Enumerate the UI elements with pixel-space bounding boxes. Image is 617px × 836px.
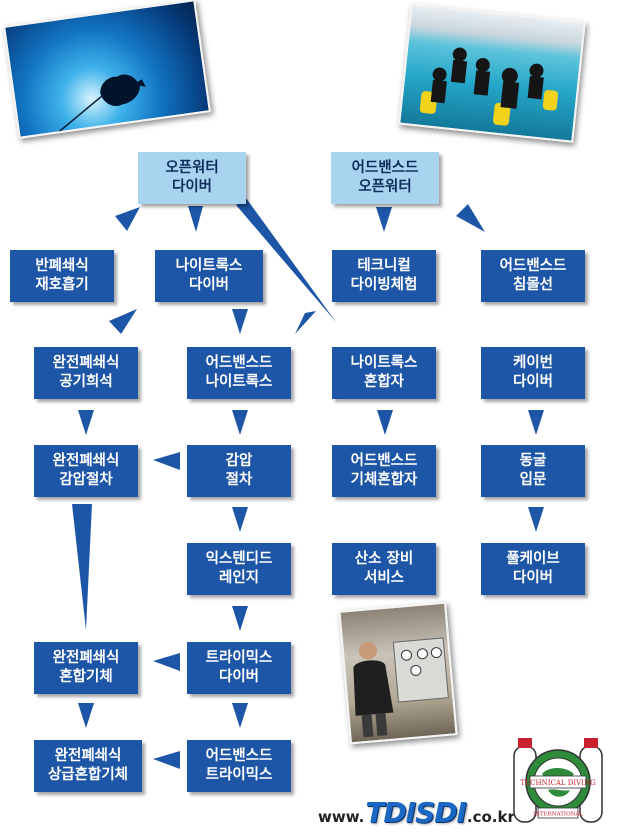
arrow-open-water-to-nitrox-blender (236, 198, 336, 322)
arrow-trimix-to-ccr-mixed (153, 653, 180, 671)
node-advanced-wreck: 어드밴스드 침몰선 (481, 250, 585, 302)
node-line-2: 다이버 (512, 570, 554, 586)
node-line-2: 감압절차 (59, 472, 113, 488)
node-line-1: 테크니컬 (357, 258, 411, 274)
node-line-2: 오픈워터 (358, 179, 412, 195)
node-line-2: 다이빙체험 (350, 277, 418, 293)
node-line-2: 재호흡기 (35, 277, 89, 293)
arrow-ccr-air-to-ccr-deco (78, 410, 94, 435)
node-oxygen-service: 산소 장비 서비스 (332, 543, 436, 595)
arrow-to-nitrox-blender-head (295, 311, 316, 334)
node-line-2: 입문 (519, 472, 547, 488)
node-line-2: 기체혼합자 (350, 472, 418, 488)
pool-divers (419, 47, 559, 126)
arrow-deco-to-ext-range (232, 507, 248, 532)
node-line-2: 혼합자 (363, 374, 405, 390)
node-line-1: 산소 장비 (354, 551, 414, 567)
node-line-1: 동굴 (519, 453, 547, 469)
node-advanced-trimix: 어드밴스드 트라이믹스 (187, 740, 291, 792)
node-trimix-diver: 트라이믹스 다이버 (187, 642, 291, 694)
logo-ring-text-top: TECHNICAL DIVING (520, 779, 596, 787)
arrow-open-water-to-semi-closed (115, 207, 140, 231)
arrow-trimix-to-adv-trimix (232, 703, 248, 728)
node-line-1: 어드밴스드 (351, 160, 419, 176)
node-line-1: 익스텐디드 (205, 551, 273, 567)
url-prefix: www. (318, 808, 365, 826)
node-intro-to-cave: 동굴 입문 (481, 445, 585, 497)
node-line-2: 다이버 (171, 179, 213, 195)
node-line-2: 서비스 (363, 570, 405, 586)
node-nitrox-blender: 나이트록스 혼합자 (332, 347, 436, 399)
node-nitrox-diver: 나이트록스 다이버 (155, 250, 263, 302)
node-line-1: 나이트록스 (350, 355, 418, 371)
tdi-logo-icon: TECHNICAL DIVING INTERNATIONAL (513, 738, 603, 823)
arrow-semi-closed-to-ccr-air (109, 309, 137, 334)
arrow-deco-to-ccr-deco (153, 452, 180, 470)
arrow-cavern-to-intro-cave (528, 410, 544, 435)
node-open-water-diver: 오픈워터 다이버 (138, 152, 246, 204)
node-line-2: 절차 (225, 472, 253, 488)
blending-station (353, 637, 449, 738)
url-suffix: .co.kr (466, 808, 515, 826)
arrow-intro-cave-to-full-cave (528, 507, 544, 532)
node-line-2: 다이버 (512, 374, 554, 390)
node-line-1: 반폐쇄식 (35, 258, 89, 274)
photo-gas-blending (338, 601, 458, 745)
node-line-1: 어드밴스드 (205, 355, 273, 371)
node-line-1: 어드밴스드 (350, 453, 418, 469)
arrow-open-water-to-nitrox (188, 206, 203, 232)
website-url[interactable]: www. TDISDI .co.kr (318, 796, 515, 829)
node-line-2: 트라이믹스 (205, 767, 273, 783)
arrow-ext-range-to-trimix (232, 606, 248, 631)
node-semi-closed-rebreather: 반폐쇄식 재호흡기 (10, 250, 114, 302)
arrow-nitrox-blender-to-adv-blender (377, 410, 393, 435)
node-line-1: 어드밴스드 (499, 258, 567, 274)
node-line-1: 완전폐쇄식 (52, 453, 120, 469)
logo-ring-text-bottom: INTERNATIONAL (533, 812, 583, 818)
arrow-adv-trimix-to-ccr-adv (153, 751, 180, 769)
node-line-1: 트라이믹스 (205, 650, 273, 666)
photo-pool-training (398, 3, 586, 143)
arrow-adv-ow-to-tech-intro (376, 207, 392, 232)
node-ccr-advanced-mixed-gas: 완전폐쇄식 상급혼합기체 (34, 740, 142, 792)
arrow-nitrox-to-adv-nitrox (232, 309, 248, 334)
node-advanced-nitrox: 어드밴스드 나이트록스 (187, 347, 291, 399)
node-line-1: 완전폐쇄식 (52, 650, 120, 666)
node-line-1: 나이트록스 (175, 258, 243, 274)
node-decompression-procedures: 감압 절차 (187, 445, 291, 497)
node-line-2: 상급혼합기체 (47, 767, 129, 783)
node-cavern-diver: 케이번 다이버 (481, 347, 585, 399)
node-advanced-open-water: 어드밴스드 오픈워터 (331, 152, 439, 204)
node-line-2: 다이버 (218, 669, 260, 685)
node-ccr-decompression: 완전폐쇄식 감압절차 (34, 445, 138, 497)
node-line-1: 케이번 (512, 355, 554, 371)
tdisdi-wordmark: TDISDI (365, 796, 467, 829)
node-line-2: 다이버 (188, 277, 230, 293)
node-line-2: 공기희석 (59, 374, 113, 390)
arrow-ccr-deco-to-ccr-mixed (72, 504, 92, 630)
arrow-adv-nitrox-to-deco (232, 410, 248, 435)
node-line-1: 오픈워터 (165, 160, 219, 176)
node-line-1: 어드밴스드 (205, 748, 273, 764)
node-line-2: 나이트록스 (205, 374, 273, 390)
node-line-1: 감압 (225, 453, 253, 469)
node-advanced-gas-blender: 어드밴스드 기체혼합자 (332, 445, 436, 497)
node-ccr-mixed-gas: 완전폐쇄식 혼합기체 (34, 642, 138, 694)
node-ccr-air-diluent: 완전폐쇄식 공기희석 (34, 347, 138, 399)
arrow-ccr-mixed-to-ccr-adv (78, 703, 94, 728)
node-full-cave-diver: 풀케이브 다이버 (481, 543, 585, 595)
node-line-2: 레인지 (218, 570, 260, 586)
node-line-1: 완전폐쇄식 (54, 748, 122, 764)
arrow-adv-ow-to-wreck (456, 204, 485, 232)
node-line-1: 풀케이브 (506, 551, 560, 567)
node-line-2: 혼합기체 (59, 669, 113, 685)
node-tech-diving-intro: 테크니컬 다이빙체험 (332, 250, 436, 302)
node-line-2: 침몰선 (512, 277, 554, 293)
node-line-1: 완전폐쇄식 (52, 355, 120, 371)
node-extended-range: 익스텐디드 레인지 (187, 543, 291, 595)
